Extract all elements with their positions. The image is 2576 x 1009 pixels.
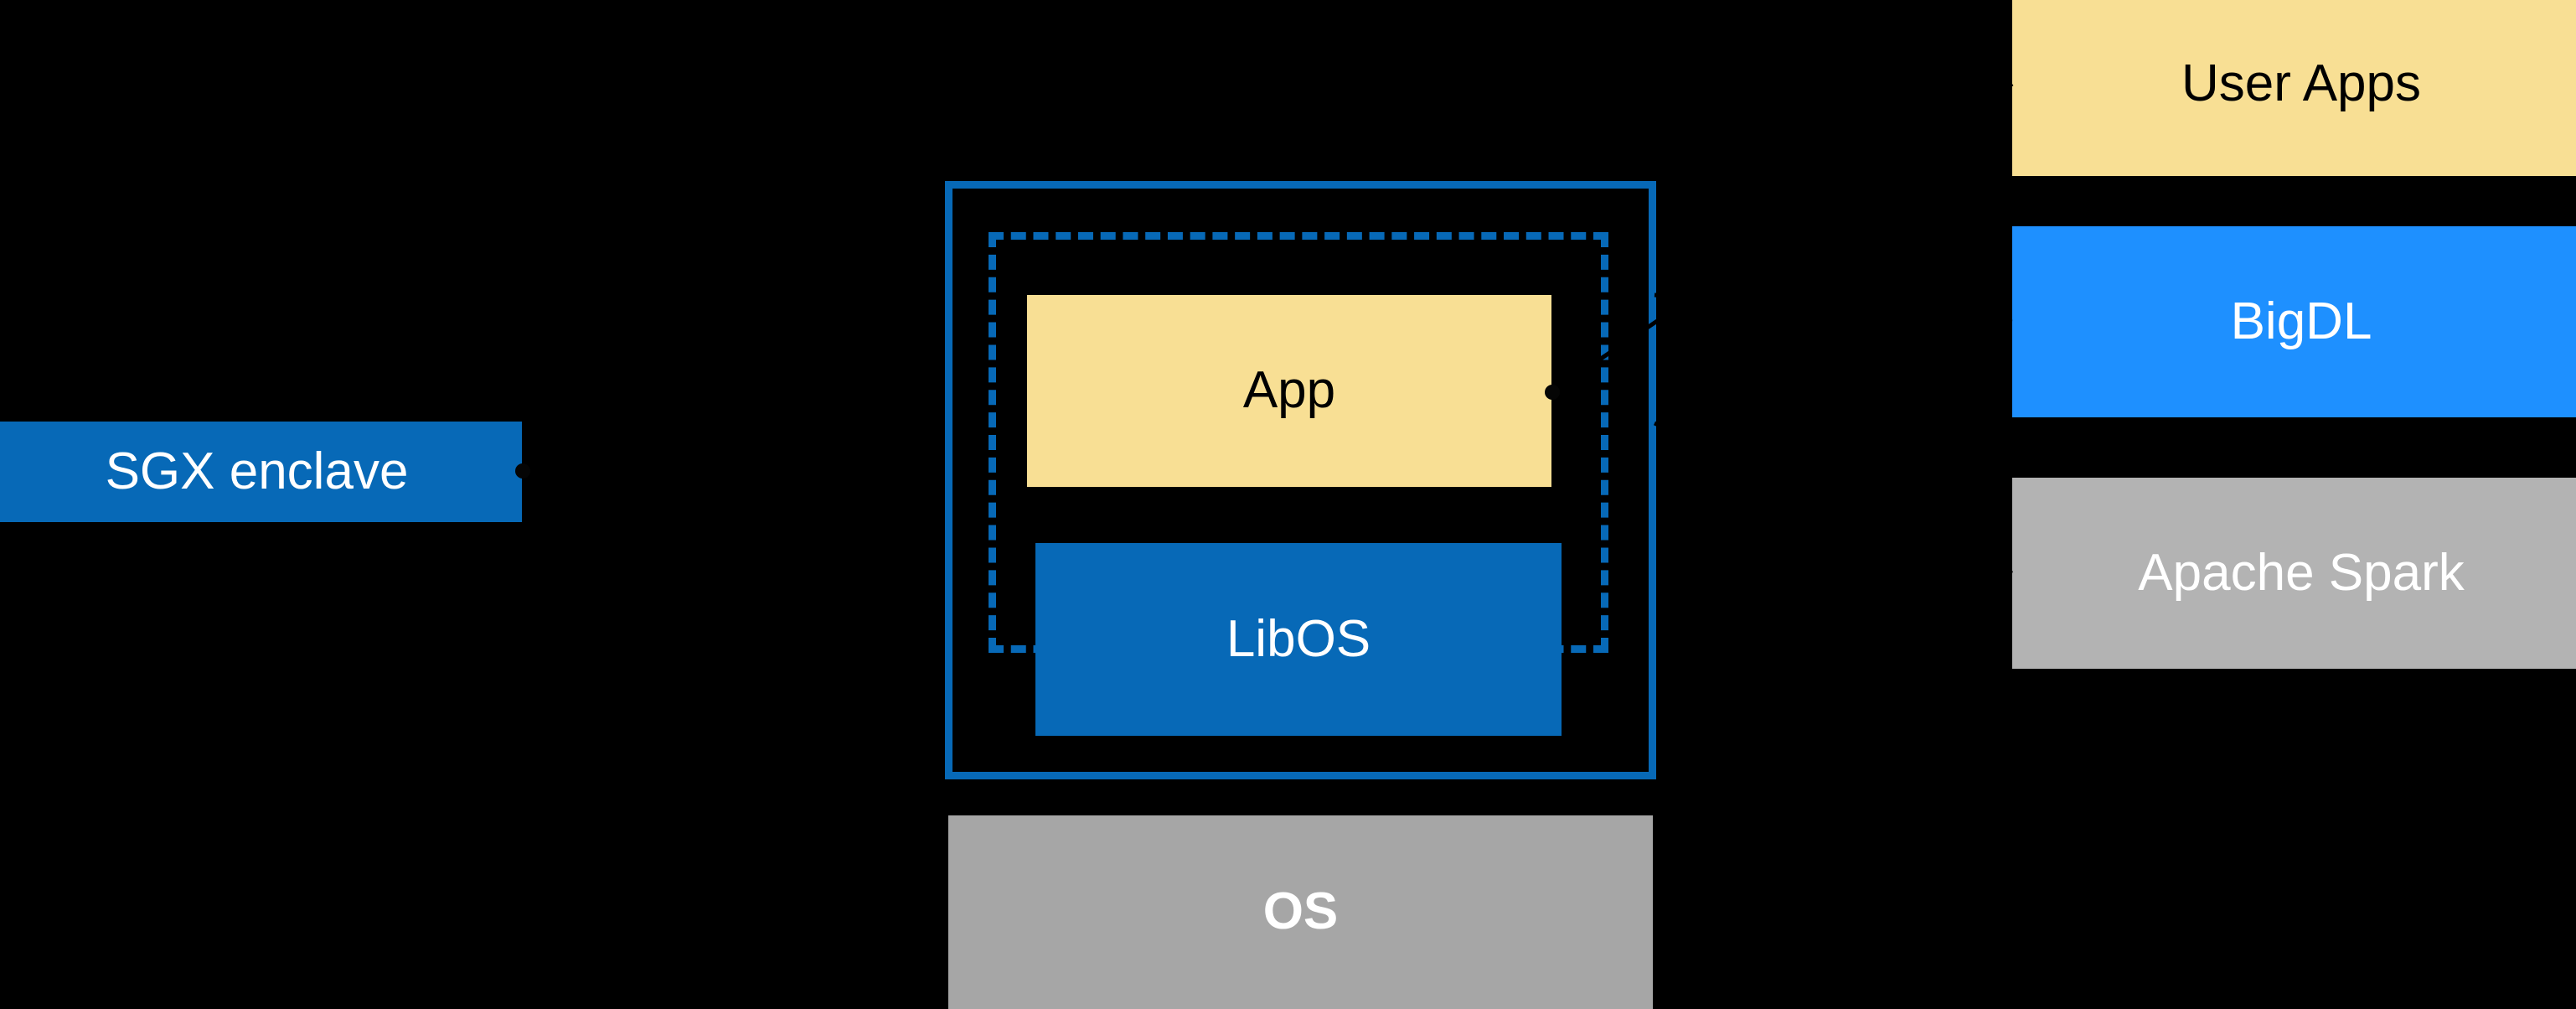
user-apps-box[interactable]: User Apps bbox=[2012, 0, 2576, 176]
sgx-enclave-box[interactable]: SGX enclave bbox=[0, 422, 522, 522]
connector-enclave-to-bigdl bbox=[1654, 292, 2013, 324]
libos-label: LibOS bbox=[1226, 609, 1371, 668]
enclave-outer-frame bbox=[945, 181, 1656, 779]
libos-box[interactable]: LibOS bbox=[1035, 543, 1562, 736]
app-label: App bbox=[1242, 361, 1336, 420]
bigdl-box[interactable]: BigDL bbox=[2012, 226, 2576, 417]
apache-spark-label: Apache Spark bbox=[2138, 543, 2465, 602]
user-apps-label: User Apps bbox=[2181, 54, 2422, 113]
os-label: OS bbox=[1262, 882, 1339, 941]
app-box[interactable]: App bbox=[1027, 295, 1551, 487]
os-box[interactable]: OS bbox=[948, 815, 1653, 1009]
connector-enclave-to-apache-spark bbox=[1654, 421, 2013, 576]
apache-spark-box[interactable]: Apache Spark bbox=[2012, 478, 2576, 669]
sgx-enclave-label: SGX enclave bbox=[105, 442, 409, 500]
bigdl-label: BigDL bbox=[2230, 292, 2372, 350]
